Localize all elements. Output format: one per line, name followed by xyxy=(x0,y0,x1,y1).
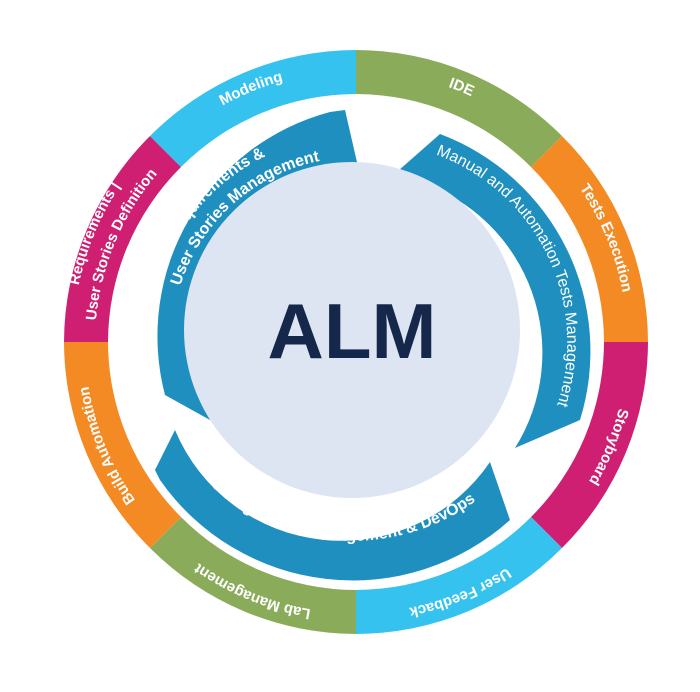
lab-management-segment xyxy=(150,517,356,634)
tests-inner-arc xyxy=(390,134,591,448)
modeling-segment xyxy=(150,50,356,167)
center-label: ALM xyxy=(268,287,437,375)
build-automation-segment xyxy=(64,342,181,548)
center-disc xyxy=(184,162,520,498)
config-inner-arc xyxy=(155,430,510,581)
ide-segment xyxy=(356,50,562,167)
requirements-definition-segment xyxy=(64,136,181,342)
user-feedback-segment xyxy=(356,517,562,634)
storyboard-segment xyxy=(531,342,648,548)
tests-execution-segment xyxy=(531,136,648,342)
